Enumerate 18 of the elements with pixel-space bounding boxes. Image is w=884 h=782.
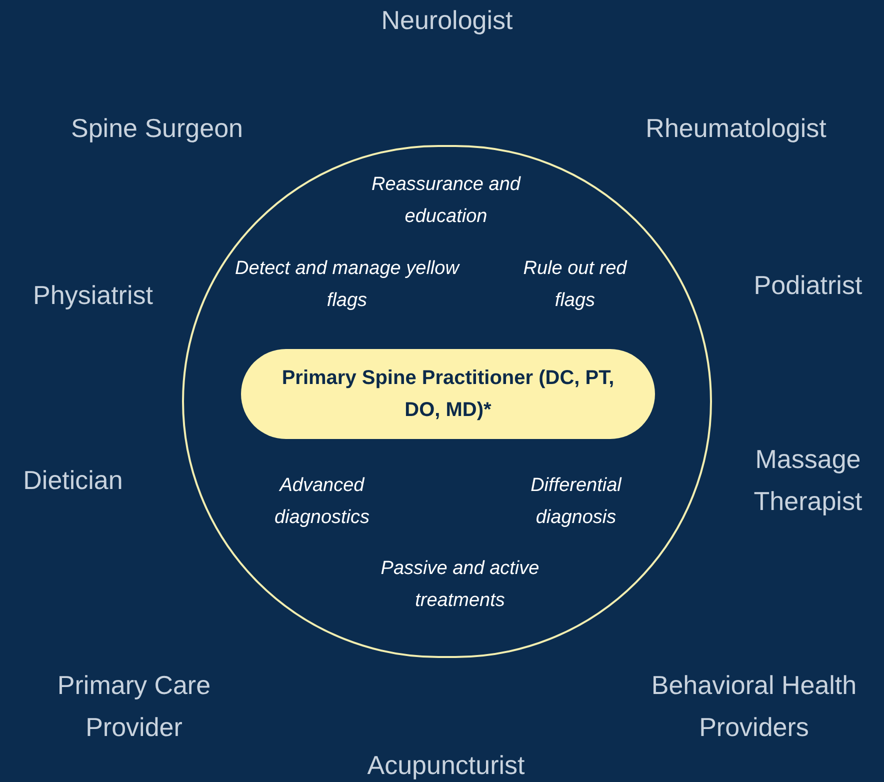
specialist-label: Spine Surgeon bbox=[70, 112, 244, 145]
role-label: Rule out red flags bbox=[522, 257, 628, 313]
specialist-label: Podiatrist bbox=[752, 269, 864, 302]
specialist-label: Neurologist bbox=[380, 4, 514, 37]
role-label: Detect and manage yellow flags bbox=[234, 257, 461, 313]
practitioner-pill: Primary Spine Practitioner (DC, PT, DO, MD)* bbox=[241, 349, 655, 439]
specialist-label: Massage Therapist bbox=[752, 443, 864, 518]
role-label: Differential diagnosis bbox=[530, 474, 623, 530]
specialist-label: Rheumatologist bbox=[644, 112, 828, 145]
specialist-label: Behavioral Health Providers bbox=[650, 669, 858, 744]
specialist-label: Primary Care Provider bbox=[56, 669, 212, 744]
specialist-label: Acupuncturist bbox=[366, 749, 526, 782]
circle-outline bbox=[182, 145, 712, 658]
role-label: Advanced diagnostics bbox=[273, 474, 371, 530]
specialist-label: Physiatrist bbox=[32, 279, 154, 312]
specialist-label: Dietician bbox=[22, 464, 124, 497]
role-label: Reassurance and education bbox=[370, 173, 522, 229]
role-label: Passive and active treatments bbox=[380, 557, 540, 613]
